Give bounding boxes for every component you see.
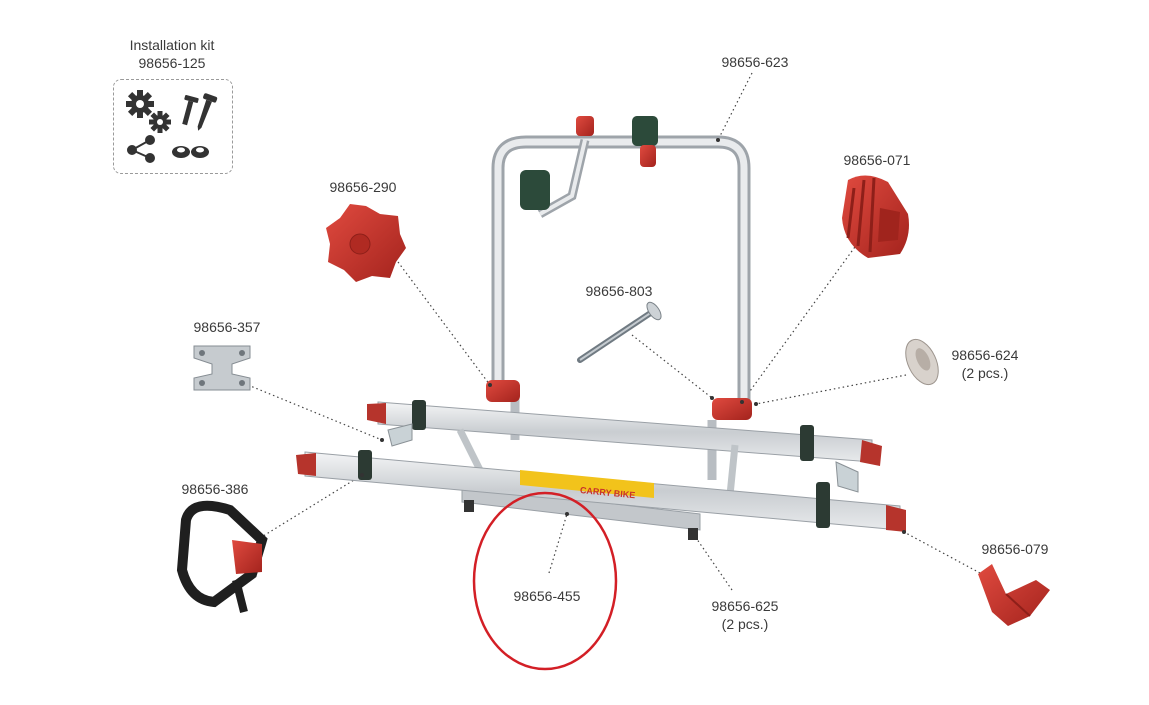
leader-386: [259, 474, 363, 539]
leader-357: [247, 384, 383, 441]
label-98656-455: 98656-455: [513, 588, 581, 604]
label-98656-357: 98656-357: [193, 319, 261, 335]
installation-kit-box: [113, 79, 233, 174]
label-98656-625: 98656-625 (2 pcs.): [711, 598, 779, 632]
highlight-circle: [472, 491, 618, 671]
screw-icon: [197, 93, 218, 131]
leader-803: [631, 334, 713, 399]
end-cap-part: [905, 338, 939, 386]
rail-straps: [358, 400, 830, 528]
rail-clamps: [387, 423, 859, 493]
installation-kit-title: Installation kit: [129, 37, 215, 53]
star-knob-part: [326, 204, 406, 282]
label-98656-624: 98656-624 (2 pcs.): [951, 347, 1019, 381]
leader-624: [755, 374, 907, 405]
label-98656-803: 98656-803: [585, 283, 653, 299]
frame-knobs: [486, 380, 752, 420]
rail-rear: [367, 401, 882, 466]
label-98656-071: 98656-071: [843, 152, 911, 168]
leader-079: [903, 531, 981, 574]
installation-kit-label: Installation kit 98656-125: [112, 36, 232, 72]
leader-455: [548, 513, 568, 574]
label-98656-290: 98656-290: [329, 179, 397, 195]
leader-290: [397, 261, 491, 386]
leader-625: [691, 531, 733, 591]
installation-kit-icons: [126, 90, 218, 163]
installation-kit-code: 98656-125: [138, 55, 206, 71]
leader-dots: [360, 138, 906, 534]
frame-bike-holders: [520, 116, 658, 210]
bike-rack: CARRY BIKE: [296, 116, 906, 540]
nut-icon: [172, 146, 209, 158]
screw-icon: [182, 94, 199, 126]
label-98656-386: 98656-386: [181, 481, 249, 497]
leader-lines: [247, 72, 981, 591]
gear-icon: [126, 90, 154, 118]
gear-icon: [149, 111, 171, 133]
leader-623: [717, 72, 753, 141]
wheel-holder-part: [978, 564, 1050, 626]
leader-071: [741, 239, 861, 403]
washer-chain-icon: [127, 135, 155, 163]
mounting-bracket-part: [193, 345, 251, 391]
ribbed-clamp-part: [842, 175, 909, 258]
label-98656-623: 98656-623: [721, 54, 789, 70]
strap-part: [176, 500, 268, 613]
label-98656-079: 98656-079: [981, 541, 1049, 557]
bolt-part: [577, 301, 662, 363]
